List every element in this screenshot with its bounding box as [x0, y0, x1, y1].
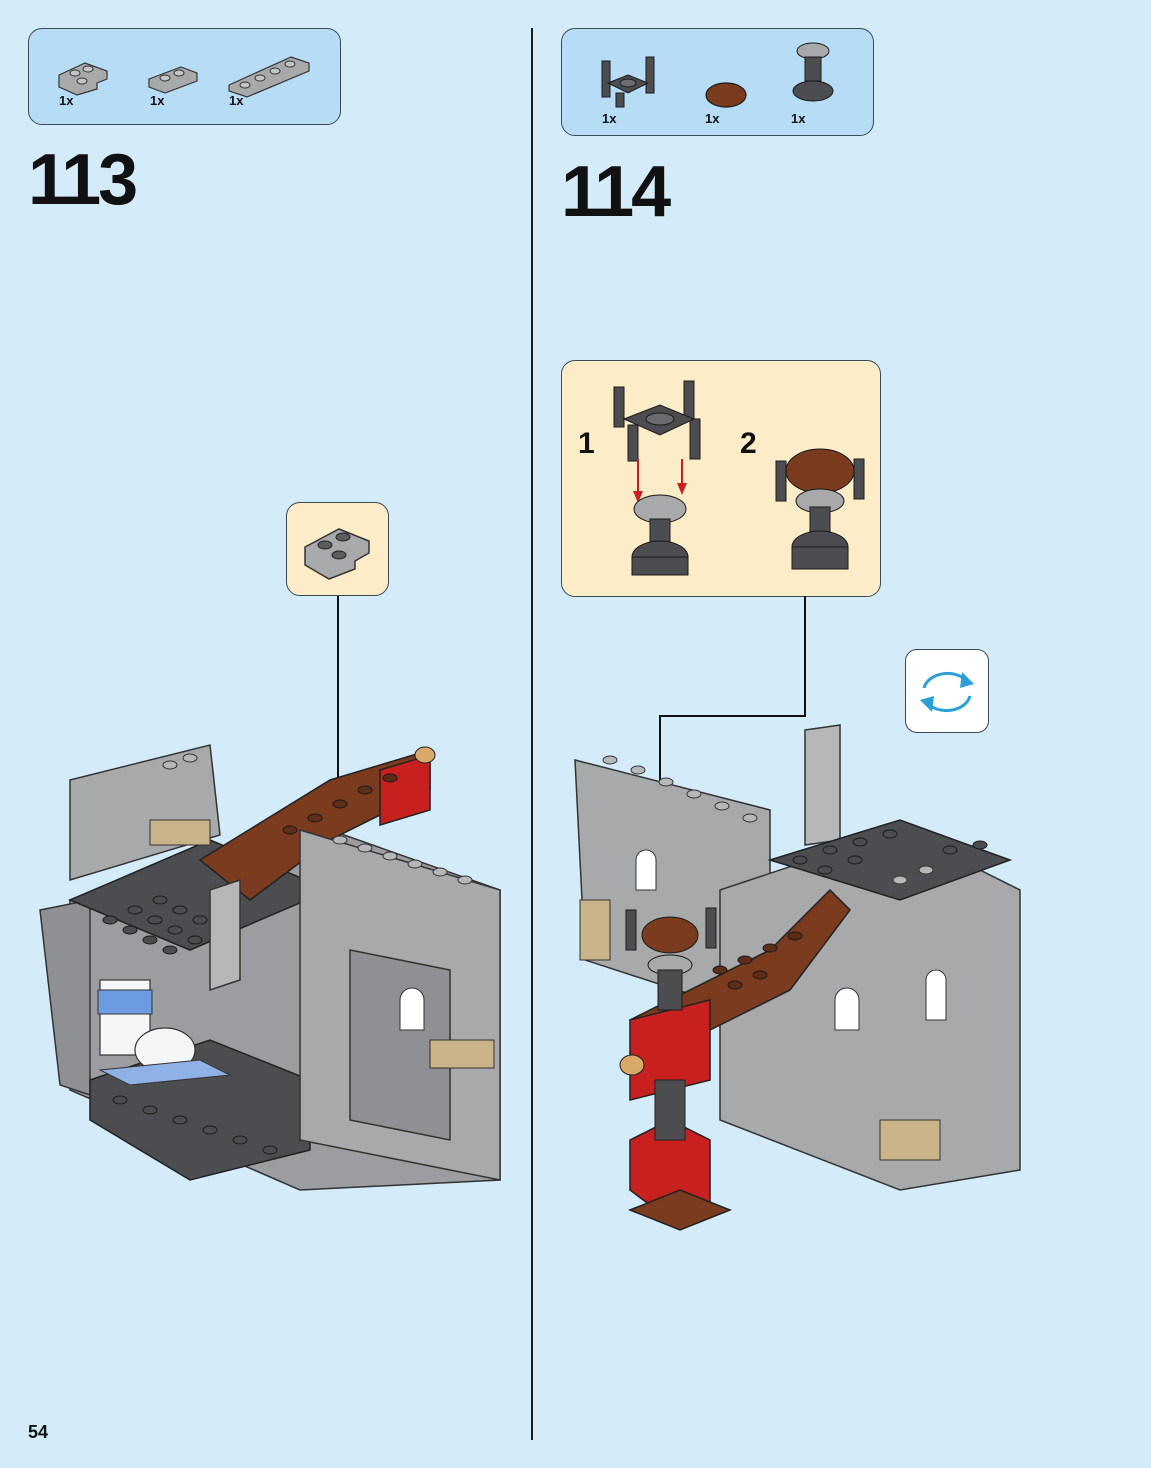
- part-qty: 1x: [229, 93, 244, 108]
- rotate-model-icon: [920, 671, 974, 713]
- dish-stand-part: [792, 42, 834, 102]
- round-tile-part: [705, 82, 747, 108]
- part-qty: 1x: [705, 111, 720, 126]
- substep-1-illustration: [613, 380, 701, 576]
- page-divider: [531, 28, 533, 1440]
- rotate-model-box: [905, 649, 989, 733]
- substep-1: 1: [578, 427, 595, 460]
- substep-2-illustration: [775, 448, 865, 570]
- plate-corner-callout: [304, 528, 370, 580]
- part-qty: 1x: [150, 93, 165, 108]
- substep-2: 2: [740, 427, 757, 460]
- bar-holder-part: [601, 56, 655, 108]
- castle-model-114: [574, 724, 1021, 1231]
- step-number-114: 114: [561, 152, 671, 232]
- part-qty: 1x: [602, 111, 617, 126]
- part-qty: 1x: [59, 93, 74, 108]
- part-qty: 1x: [791, 111, 806, 126]
- plate-corner-part: [58, 62, 108, 96]
- plate-1x4-part: [228, 56, 310, 98]
- castle-model-113: [39, 744, 501, 1191]
- step-113-callout: [286, 502, 389, 596]
- parts-list-114: 1x 1x 1x: [561, 28, 874, 136]
- plate-1x2-part: [148, 66, 198, 94]
- parts-list-113: 1x 1x 1x: [28, 28, 341, 125]
- step-114-subassembly: 1 2: [561, 360, 881, 597]
- page-number: 54: [28, 1422, 49, 1442]
- step-number-113: 113: [28, 140, 138, 220]
